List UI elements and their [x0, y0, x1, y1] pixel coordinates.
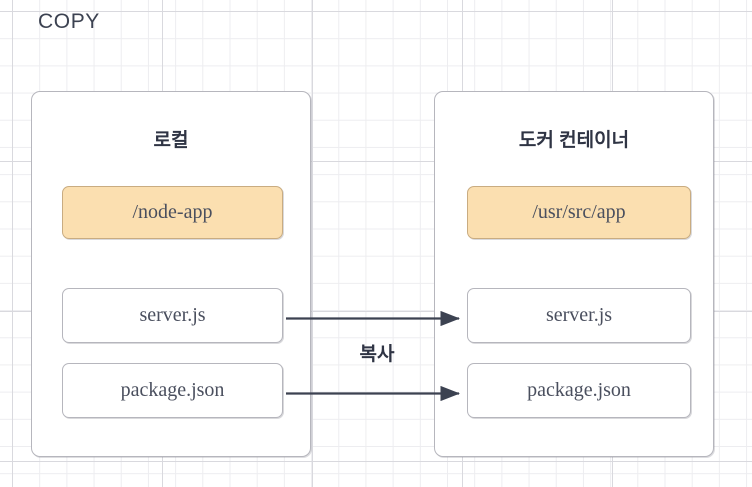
copy-label: 복사 [359, 344, 395, 365]
panel-local: 로컬 /node-app server.js package.json [31, 91, 311, 457]
panel-docker-title: 도커 컨테이너 [518, 130, 630, 151]
docker-path-node: /usr/src/app [467, 186, 691, 239]
local-file-server-js: server.js [62, 288, 283, 343]
local-file-package-json: package.json [62, 363, 283, 418]
panel-docker-container: 도커 컨테이너 /usr/src/app server.js package.j… [434, 91, 714, 457]
docker-file-package-json: package.json [467, 363, 691, 418]
local-path-node: /node-app [62, 186, 283, 239]
page-title: COPY [38, 10, 100, 33]
docker-file-server-js: server.js [467, 288, 691, 343]
panel-local-title: 로컬 [153, 130, 189, 151]
